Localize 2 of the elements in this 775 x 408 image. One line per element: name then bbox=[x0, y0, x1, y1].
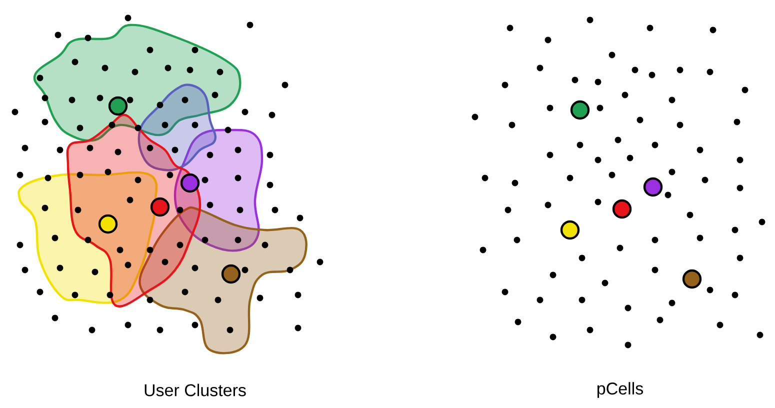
caption: User Clusters bbox=[144, 384, 246, 396]
caption: pCells bbox=[597, 382, 643, 398]
